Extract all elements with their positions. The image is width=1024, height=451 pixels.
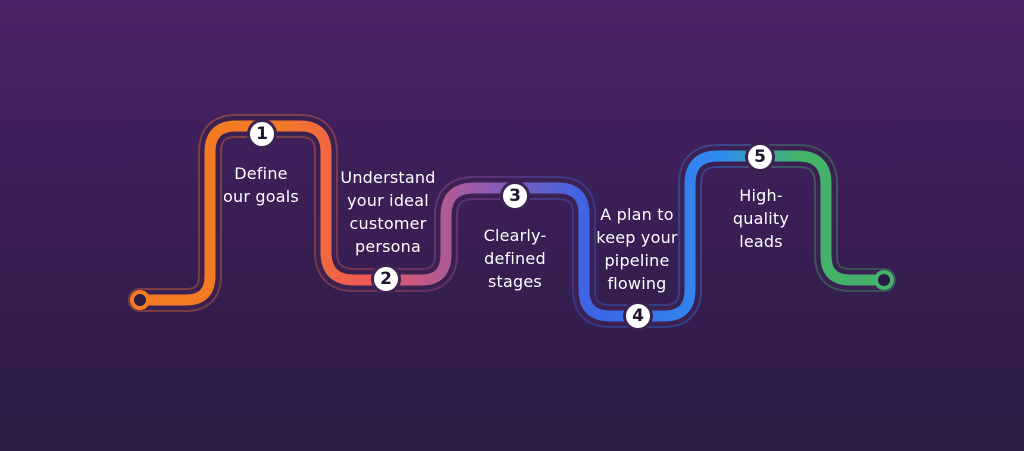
- step-badge-3: 3: [500, 181, 530, 211]
- step-label-5: High- quality leads: [732, 186, 790, 251]
- step-label-4: A plan to keep your pipeline flowing: [596, 205, 678, 293]
- end-terminal-icon: [874, 270, 894, 290]
- step-badge-2: 2: [371, 264, 401, 294]
- step-label-3: Clearly- defined stages: [483, 226, 547, 291]
- step-label-2: Understand your ideal customer persona: [340, 168, 436, 256]
- step-badge-4: 4: [623, 301, 653, 331]
- step-label-1: Define our goals: [223, 164, 299, 206]
- step-badge-1: 1: [247, 119, 277, 149]
- step-badge-5: 5: [745, 142, 775, 172]
- start-terminal-icon: [130, 290, 150, 310]
